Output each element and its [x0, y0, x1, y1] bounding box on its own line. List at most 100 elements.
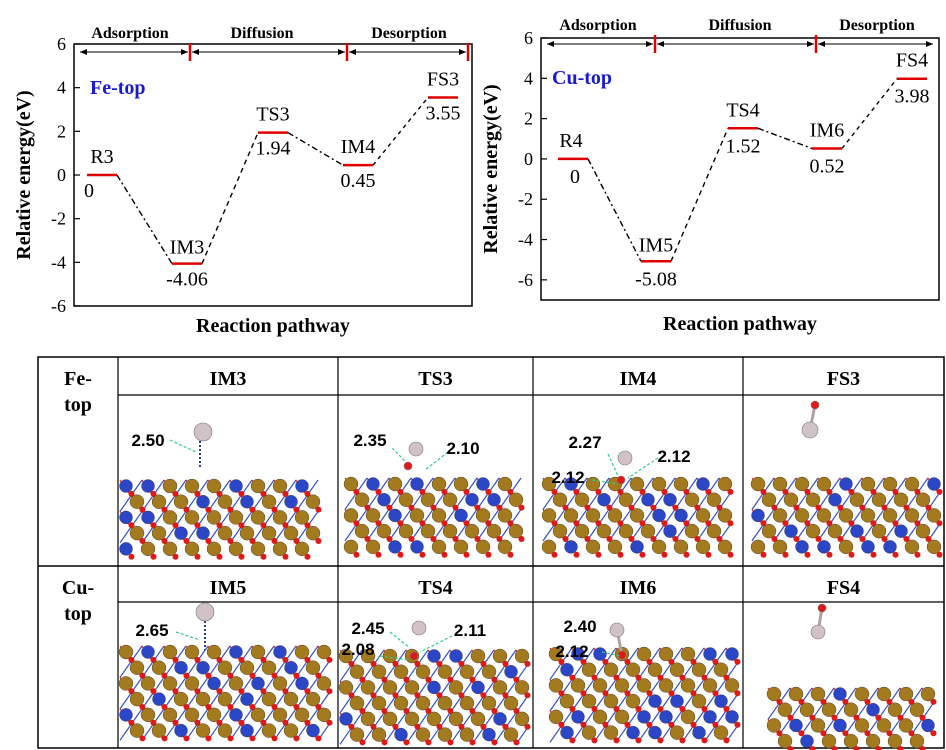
oxygen-atom: [524, 692, 531, 699]
oxygen-atom: [881, 504, 888, 511]
atom: [377, 493, 391, 507]
oxygen-atom: [172, 553, 179, 560]
oxygen-atom: [436, 692, 443, 699]
atom: [393, 664, 409, 679]
oxygen-atom: [771, 504, 778, 511]
oxygen-atom: [831, 714, 838, 721]
atom: [442, 523, 458, 539]
atom: [563, 508, 579, 523]
atom: [250, 478, 266, 494]
oxygen-atom: [870, 551, 877, 558]
atom: [151, 723, 167, 738]
oxygen-atom: [661, 488, 668, 495]
atom: [497, 476, 513, 492]
oxygen-atom: [249, 672, 256, 679]
panel-label: Fe-top: [90, 77, 146, 99]
atom: [273, 645, 287, 659]
oxygen-atom: [353, 551, 360, 558]
atom: [898, 718, 914, 733]
oxygen-atom: [668, 690, 675, 697]
oxygen-atom: [452, 504, 459, 511]
pathway-connector: [757, 127, 813, 150]
oxygen-atom: [639, 551, 646, 558]
distance-guide: [601, 651, 621, 657]
oxygen-atom: [172, 490, 179, 497]
atom: [354, 492, 370, 507]
atom: [865, 733, 881, 749]
state-energy-label: 0: [570, 166, 580, 188]
oxygen-atom: [359, 676, 366, 683]
atom: [261, 525, 277, 541]
oxygen-atom: [205, 735, 212, 742]
oxygen-atom: [892, 551, 899, 558]
atom: [141, 645, 155, 659]
atom: [448, 680, 464, 695]
oxygen-atom: [760, 520, 767, 527]
atom: [349, 664, 365, 679]
atom: [882, 476, 898, 492]
atom: [365, 508, 381, 523]
distance-guide: [424, 451, 449, 471]
atom: [140, 676, 156, 691]
atom: [592, 709, 608, 725]
state-name: R4: [559, 130, 582, 152]
atom: [669, 725, 685, 740]
atom: [492, 648, 508, 664]
atom: [470, 648, 486, 664]
atom: [772, 476, 788, 492]
atom: [272, 707, 288, 723]
bond-distance-label: 2.10: [446, 439, 479, 458]
atom: [437, 727, 453, 742]
oxygen-atom: [518, 536, 525, 542]
atom: [338, 680, 354, 695]
atom: [552, 523, 568, 539]
oxygen-atom: [903, 536, 910, 542]
y-tick-label: -6: [518, 270, 533, 290]
atom: [475, 508, 491, 523]
oxygen-atom: [881, 536, 888, 542]
oxygen-atom: [782, 520, 789, 527]
atom: [475, 539, 491, 555]
bond-distance-label: 2.45: [351, 619, 384, 638]
atom: [118, 644, 134, 660]
oxygen-atom: [914, 520, 921, 527]
adsorbate-oxygen: [616, 475, 626, 485]
atom: [486, 523, 502, 539]
state-energy-label: -4.06: [166, 269, 208, 291]
state-energy-label: 0.52: [810, 155, 845, 177]
atom: [493, 712, 507, 726]
adsorbate-atom: [617, 450, 633, 466]
oxygen-atom: [679, 706, 686, 712]
oxygen-atom: [419, 488, 426, 495]
atom: [915, 523, 931, 539]
bond: [119, 692, 132, 710]
atom: [861, 540, 875, 554]
atom: [261, 660, 277, 675]
oxygen-atom: [864, 698, 871, 705]
oxygen-atom: [562, 536, 569, 542]
atom: [174, 661, 188, 675]
atom: [162, 541, 178, 557]
y-axis-label: Relative energy(eV): [13, 90, 35, 259]
atom: [295, 479, 309, 493]
atom: [196, 526, 210, 540]
atom: [585, 539, 601, 555]
atom: [415, 695, 431, 711]
atom: [514, 648, 530, 664]
atom: [504, 665, 518, 679]
oxygen-atom: [249, 735, 256, 742]
atom: [860, 476, 876, 492]
atom: [810, 686, 826, 702]
atom: [404, 680, 420, 695]
bond-distance-label: 2.65: [135, 621, 168, 640]
atom: [316, 644, 332, 660]
stage-label: Desorption: [371, 25, 447, 42]
oxygen-atom: [875, 746, 882, 750]
oxygen-atom: [595, 520, 602, 527]
atom: [636, 678, 652, 693]
atom: [909, 702, 925, 717]
oxygen-atom: [617, 488, 624, 495]
atom: [772, 539, 788, 555]
state-energy-label: 3.98: [895, 86, 930, 108]
stage-arrowhead: [547, 41, 554, 47]
